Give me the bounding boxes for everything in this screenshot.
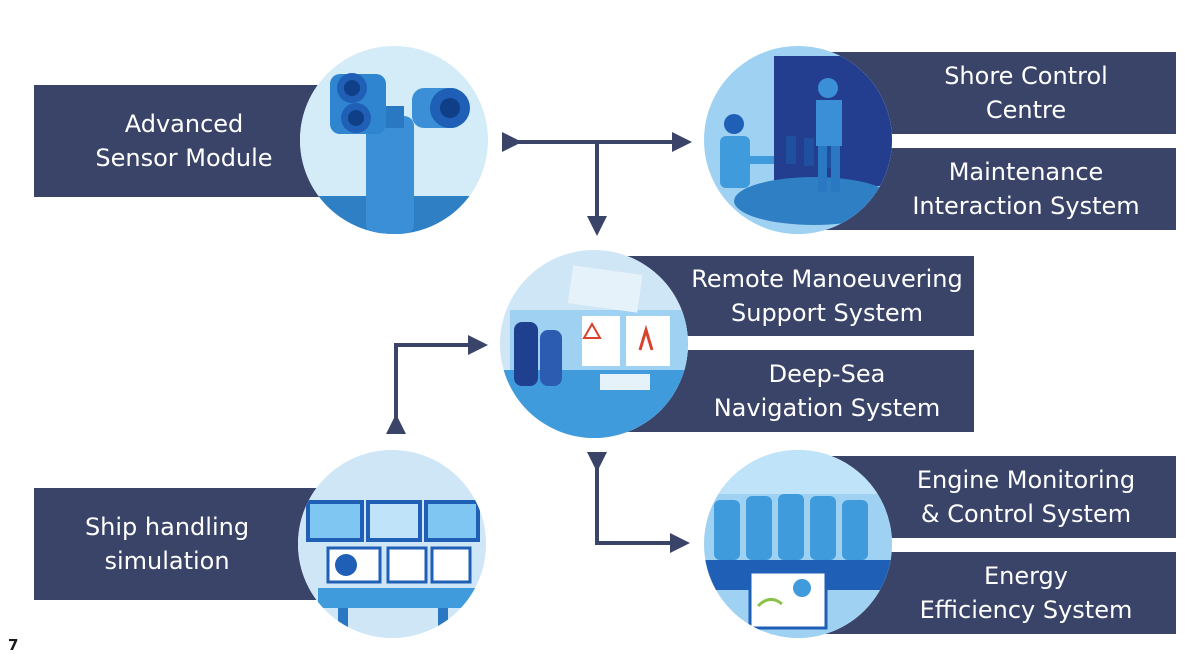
energy-efficiency-label: Energy Efficiency System: [919, 562, 1133, 624]
arrow-nav-engine: [587, 452, 690, 553]
ship-handling-label: Ship handling simulation: [84, 513, 250, 575]
engine-room-icon: [704, 450, 892, 638]
page-number: 7: [8, 636, 19, 654]
shore-control-label: Shore Control Centre: [944, 62, 1108, 124]
arrow-nav-simulator: [386, 335, 488, 434]
sensor-camera-icon: [300, 46, 488, 234]
sensor-module-box: Advanced Sensor Module: [34, 85, 334, 197]
simulator-icon: [298, 450, 486, 638]
ship-handling-box: Ship handling simulation: [34, 488, 330, 600]
remote-manoeuvering-label: Remote Manoeuvering Support System: [691, 265, 963, 327]
deep-sea-label: Deep-Sea Navigation System: [713, 360, 941, 422]
bridge-cockpit-icon: [500, 250, 688, 438]
shore-control-icon: [704, 46, 892, 234]
maintenance-label: Maintenance Interaction System: [912, 158, 1140, 220]
sensor-module-label: Advanced Sensor Module: [95, 110, 273, 172]
engine-monitoring-label: Engine Monitoring & Control System: [916, 466, 1136, 528]
